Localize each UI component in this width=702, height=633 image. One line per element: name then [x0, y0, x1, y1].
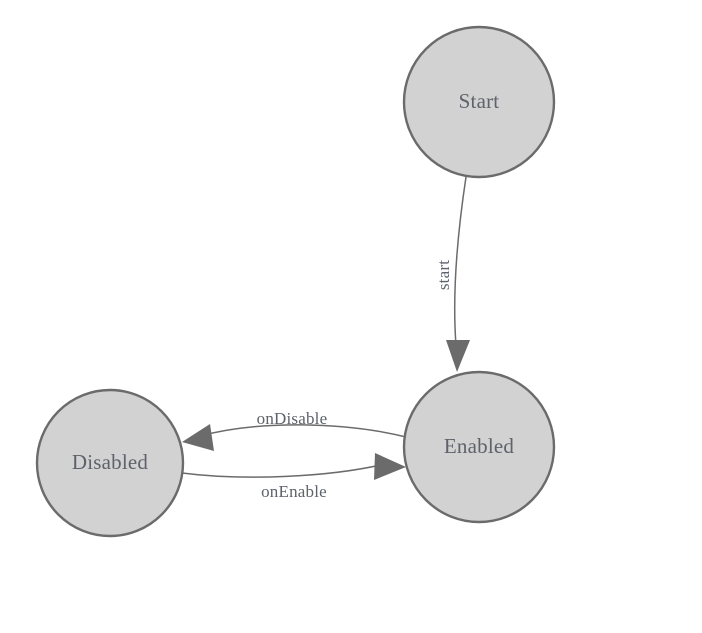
- state-node-start[interactable]: Start: [402, 25, 556, 179]
- state-node-disabled-circle: [35, 388, 185, 538]
- state-node-disabled-label: Disabled: [72, 450, 149, 474]
- state-node-disabled[interactable]: Disabled: [35, 388, 185, 538]
- edge-enabled-to-disabled-path: [199, 424, 407, 438]
- edge-disabled-to-enabled-label: onEnable: [261, 482, 327, 501]
- edge-start-to-enabled-label: start: [434, 260, 453, 290]
- edge-enabled-to-disabled[interactable]: onDisable: [182, 409, 407, 451]
- edge-disabled-to-enabled-path: [181, 463, 386, 478]
- edge-enabled-to-disabled-label: onDisable: [257, 409, 328, 428]
- edge-start-to-enabled-path: [453, 176, 467, 346]
- state-node-start-label: Start: [459, 89, 500, 113]
- edge-enabled-to-disabled-arrowhead: [182, 424, 214, 451]
- edge-start-to-enabled-arrowhead: [446, 340, 470, 372]
- state-node-enabled-label: Enabled: [444, 434, 515, 458]
- state-node-enabled[interactable]: Enabled: [402, 370, 556, 524]
- state-node-start-circle: [402, 25, 556, 179]
- edge-start-to-enabled[interactable]: start: [434, 176, 470, 372]
- edge-disabled-to-enabled-arrowhead: [374, 453, 406, 480]
- state-node-enabled-circle: [402, 370, 556, 524]
- edge-disabled-to-enabled[interactable]: onEnable: [181, 453, 406, 501]
